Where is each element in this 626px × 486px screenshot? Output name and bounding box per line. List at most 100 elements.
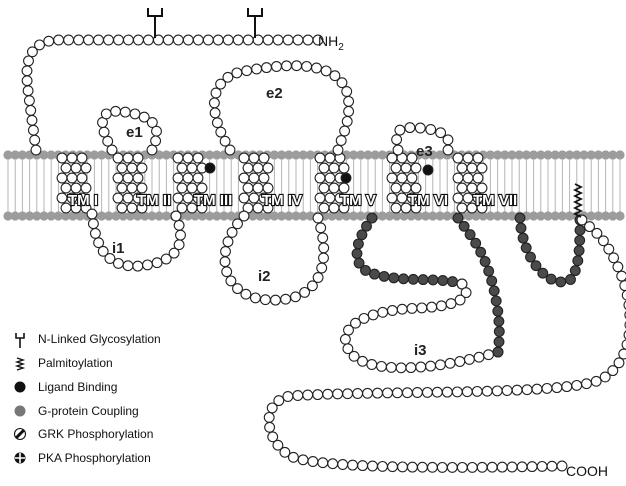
helix8-residue xyxy=(526,252,536,262)
tm-residue xyxy=(177,163,187,173)
tm-residue xyxy=(123,193,133,203)
i1-residue xyxy=(152,258,162,268)
c-terminus-residue xyxy=(293,391,303,401)
c-terminus-residue xyxy=(620,281,626,291)
tm-residue xyxy=(411,163,421,173)
n-terminus-residue xyxy=(293,35,303,45)
c-terminus-residue xyxy=(298,455,308,465)
n-terminus-residue xyxy=(74,35,84,45)
i2-residue xyxy=(317,263,327,273)
i3-gprotein-residue xyxy=(438,276,448,286)
e2-residue xyxy=(333,145,343,155)
tm-residue xyxy=(391,183,401,193)
c-terminus-residue xyxy=(522,385,532,395)
i3-residue xyxy=(344,325,354,335)
c-terminus-residue xyxy=(388,462,398,472)
tm-residue xyxy=(173,193,183,203)
c-terminus-residue xyxy=(328,459,338,469)
helix8-residue xyxy=(538,268,548,278)
tm-residue xyxy=(391,203,401,213)
n-terminus-label: NH2 xyxy=(318,33,344,53)
c-terminus-residue xyxy=(303,390,313,400)
helix8-residue xyxy=(573,256,583,266)
e2-residue xyxy=(210,98,220,108)
legend-label: Palmitoylation xyxy=(38,356,113,370)
i3-residue xyxy=(378,307,388,317)
tm-residue xyxy=(67,153,77,163)
tm-residue xyxy=(319,183,329,193)
e1-residue xyxy=(152,126,162,136)
tm-residue xyxy=(173,173,183,183)
n-terminus-residue xyxy=(203,35,213,45)
tm-residue xyxy=(457,183,467,193)
i3-residue xyxy=(367,360,377,370)
i3-residue xyxy=(445,358,455,368)
i3-residue xyxy=(358,356,368,366)
e3-residue xyxy=(426,125,436,135)
i3-residue xyxy=(368,310,378,320)
e2-residue xyxy=(225,145,235,155)
tm-residue xyxy=(473,173,483,183)
tm-residue xyxy=(339,163,349,173)
i2-residue xyxy=(227,228,237,238)
tm-residue xyxy=(113,193,123,203)
i1-residue xyxy=(176,230,186,240)
n-terminus-residue xyxy=(223,35,233,45)
tm-residue xyxy=(315,173,325,183)
gray-circle-icon xyxy=(15,406,26,417)
tm-residue xyxy=(183,173,193,183)
i3-gprotein-residue xyxy=(494,327,504,337)
c-terminus-residue xyxy=(442,387,452,397)
n-terminus-residue xyxy=(29,125,39,135)
tm-residue xyxy=(123,153,133,163)
c-terminus-residue xyxy=(408,462,418,472)
e3-residue xyxy=(405,123,415,133)
e2-residue xyxy=(213,118,223,128)
c-terminus-residue xyxy=(333,389,343,399)
c-terminus-residue xyxy=(517,462,527,472)
c-terminus-residue xyxy=(591,376,601,386)
n-terminus-residue xyxy=(283,35,293,45)
tm-residue xyxy=(239,153,249,163)
tm-residue xyxy=(325,193,335,203)
i3-residue xyxy=(406,363,416,373)
e2-residue xyxy=(342,117,352,127)
e2-residue xyxy=(223,72,233,82)
tm-residue xyxy=(401,163,411,173)
n-terminus-residue xyxy=(30,135,40,145)
i3-gprotein-residue xyxy=(370,269,380,279)
e2-residue xyxy=(342,87,352,97)
c-terminus-residue xyxy=(512,385,522,395)
i3-residue xyxy=(436,360,446,370)
n-terminus-residue xyxy=(22,66,32,76)
tm-residue xyxy=(259,173,269,183)
i1-residue xyxy=(123,261,133,271)
tm-label: TM II xyxy=(137,192,171,209)
e2-residue xyxy=(340,126,350,136)
c-terminus-residue xyxy=(622,290,626,300)
n-terminus-residue xyxy=(25,96,35,106)
i2-residue xyxy=(221,247,231,257)
legend-label: GRK Phosphorylation xyxy=(38,427,153,441)
i2-residue xyxy=(222,267,232,277)
tm-residue xyxy=(71,163,81,173)
i1-residue xyxy=(91,229,101,239)
n-terminus-residue xyxy=(233,35,243,45)
i1-residue xyxy=(174,220,184,230)
c-terminus-residue xyxy=(552,383,562,393)
e3-residue xyxy=(443,145,453,155)
c-terminus-residue xyxy=(338,460,348,470)
i3-gprotein-residue xyxy=(487,276,497,286)
i2-residue xyxy=(318,233,328,243)
tm-residue xyxy=(457,163,467,173)
c-terminus-residue xyxy=(537,462,547,472)
tm-residue xyxy=(259,153,269,163)
n-terminus-residue xyxy=(94,35,104,45)
n-terminus-residue xyxy=(303,35,313,45)
tm-residue xyxy=(315,193,325,203)
n-terminus-residue xyxy=(24,56,34,66)
i3-residue xyxy=(396,363,406,373)
e2-residue xyxy=(292,61,302,71)
c-terminus-residue xyxy=(617,271,626,281)
